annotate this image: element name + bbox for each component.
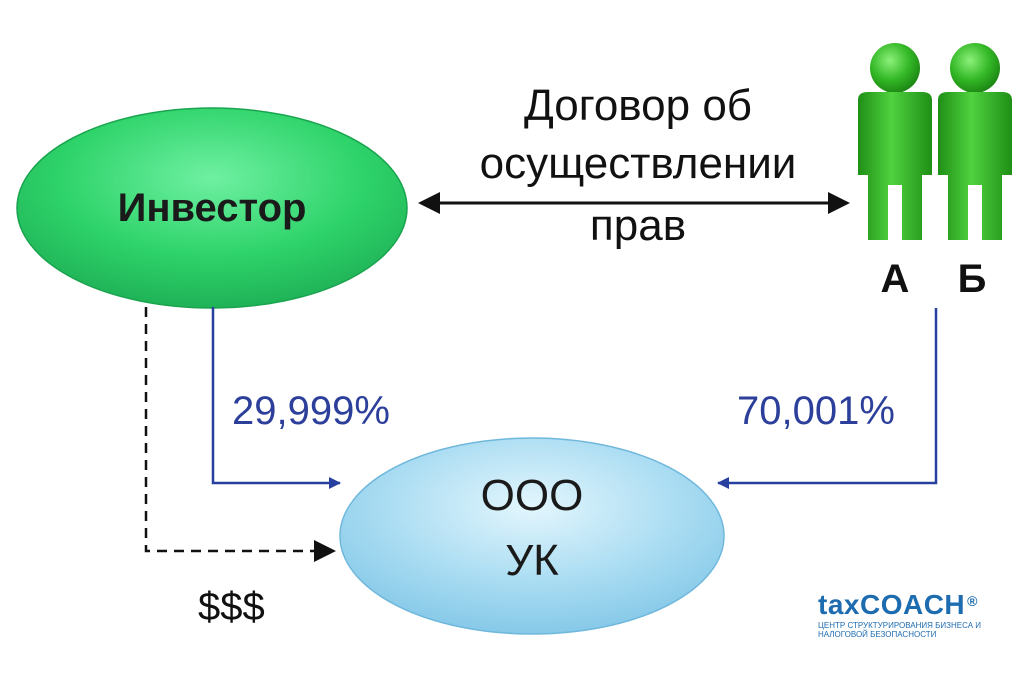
persons-share-label: 70,001% [737, 389, 895, 433]
company-line-2: УК [505, 536, 559, 585]
contract-line-2: осуществлении [480, 139, 797, 188]
taxcoach-logo: taxCOACH® ЦЕНТР СТРУКТУРИРОВАНИЯ БИЗНЕСА… [818, 590, 998, 640]
contract-arrow [418, 192, 850, 214]
person-a-label: А [881, 257, 910, 301]
payment-label: $$$ [198, 585, 265, 629]
payment-connector [144, 307, 336, 562]
registered-mark: ® [967, 593, 978, 609]
logo-brand-main: COACH [859, 589, 966, 620]
logo-tagline-2: НАЛОГОВОЙ БЕЗОПАСНОСТИ [818, 630, 937, 639]
person-a-icon [858, 43, 932, 240]
person-b: Б [938, 43, 1012, 301]
logo-brand-prefix: tax [818, 589, 860, 620]
persons-share-connector [717, 308, 938, 489]
contract-line-3: прав [590, 201, 686, 250]
company-ellipse [339, 437, 725, 635]
logo-brand: taxCOACH® [818, 590, 998, 620]
investor-share-label: 29,999% [232, 389, 390, 433]
contract-label: Договор об осуществлении прав [480, 81, 797, 250]
logo-tagline-1: ЦЕНТР СТРУКТУРИРОВАНИЯ БИЗНЕСА И [818, 621, 982, 630]
person-b-label: Б [958, 257, 987, 301]
company-line-1: ООО [481, 471, 584, 520]
contract-line-1: Договор об [524, 81, 752, 130]
investor-share-connector [211, 307, 341, 489]
person-b-icon [938, 43, 1012, 240]
person-a: А [858, 43, 932, 301]
investor-node: Инвестор [16, 107, 408, 309]
company-node: ООО УК [339, 437, 725, 635]
logo-tagline: ЦЕНТР СТРУКТУРИРОВАНИЯ БИЗНЕСА И НАЛОГОВ… [818, 621, 998, 639]
investor-label: Инвестор [118, 186, 307, 230]
